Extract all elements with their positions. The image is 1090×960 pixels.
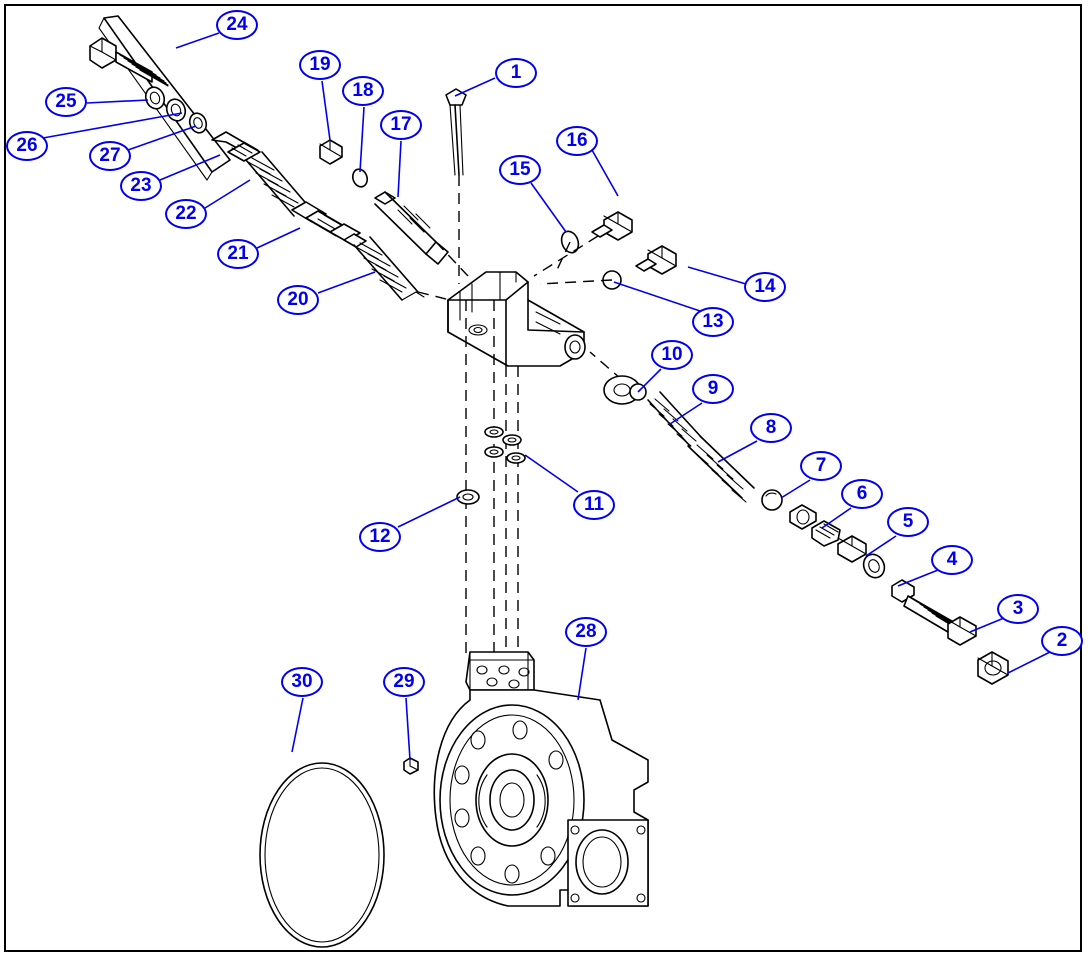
callout-29[interactable]: 29 xyxy=(383,667,425,697)
part-8-spring xyxy=(687,435,755,503)
part-21-spool xyxy=(291,201,425,301)
callout-16[interactable]: 16 xyxy=(556,126,598,156)
leader-line-19 xyxy=(321,80,331,141)
part-6-seat xyxy=(789,504,841,547)
callout-12[interactable]: 12 xyxy=(359,522,401,552)
leader-line-26 xyxy=(42,112,183,139)
callout-13[interactable]: 13 xyxy=(692,307,734,337)
leader-line-4 xyxy=(897,569,939,587)
leader-line-22 xyxy=(204,179,251,209)
leader-line-21 xyxy=(256,227,301,249)
leader-line-15 xyxy=(530,182,567,233)
callout-28[interactable]: 28 xyxy=(565,617,607,647)
part-25-27-washers xyxy=(144,86,208,134)
leader-line-13 xyxy=(613,281,701,312)
callout-26[interactable]: 26 xyxy=(6,131,48,161)
callout-19[interactable]: 19 xyxy=(299,50,341,80)
part-2-nut xyxy=(977,651,1009,685)
callout-24[interactable]: 24 xyxy=(216,10,258,40)
leader-line-20 xyxy=(317,271,376,294)
leader-line-28 xyxy=(577,647,587,701)
part-11-12-washers xyxy=(456,426,526,505)
callout-8[interactable]: 8 xyxy=(750,413,792,443)
valve-body xyxy=(447,271,586,367)
part-24-bracket xyxy=(89,15,231,181)
callout-11[interactable]: 11 xyxy=(573,490,615,520)
callout-2[interactable]: 2 xyxy=(1041,626,1083,656)
leader-line-29 xyxy=(405,697,411,761)
leader-line-7 xyxy=(780,479,811,499)
leader-line-2 xyxy=(1007,651,1051,674)
callout-20[interactable]: 20 xyxy=(277,285,319,315)
part-30-o-ring xyxy=(259,762,385,948)
assembly-dashed-lines xyxy=(417,175,637,660)
callout-21[interactable]: 21 xyxy=(217,239,259,269)
part-15-16-parts xyxy=(560,211,633,254)
part-4-3-adjuster xyxy=(891,579,977,646)
leader-line-6 xyxy=(821,507,852,529)
callout-leader-lines xyxy=(42,32,1051,761)
part-29-plug xyxy=(403,757,419,775)
part-17-19-small-parts xyxy=(319,139,449,265)
callout-14[interactable]: 14 xyxy=(744,272,786,302)
part-7-ball xyxy=(761,489,783,511)
callout-17[interactable]: 17 xyxy=(380,110,422,140)
callout-27[interactable]: 27 xyxy=(89,141,131,171)
page-border xyxy=(4,4,1082,952)
part-5-washer xyxy=(837,535,886,579)
leader-line-24 xyxy=(175,32,220,49)
leader-line-10 xyxy=(637,368,662,393)
leader-line-5 xyxy=(865,535,897,557)
callout-22[interactable]: 22 xyxy=(165,199,207,229)
callout-1[interactable]: 1 xyxy=(495,58,537,88)
callout-25[interactable]: 25 xyxy=(45,87,87,117)
callout-4[interactable]: 4 xyxy=(931,545,973,575)
leader-line-18 xyxy=(359,106,365,173)
leader-line-16 xyxy=(591,149,619,197)
part-9-spring xyxy=(647,391,703,447)
leader-line-9 xyxy=(669,402,703,425)
callout-3[interactable]: 3 xyxy=(997,594,1039,624)
callout-5[interactable]: 5 xyxy=(887,507,929,537)
leader-line-23 xyxy=(159,154,221,181)
callout-15[interactable]: 15 xyxy=(499,155,541,185)
part-1-long-bolt xyxy=(445,88,467,176)
callout-18[interactable]: 18 xyxy=(342,76,384,106)
callout-7[interactable]: 7 xyxy=(800,451,842,481)
leader-line-25 xyxy=(86,99,149,104)
callout-10[interactable]: 10 xyxy=(651,340,693,370)
leader-line-27 xyxy=(127,125,197,151)
leader-line-14 xyxy=(687,266,747,285)
leader-line-8 xyxy=(717,440,758,463)
leader-line-11 xyxy=(524,454,579,493)
part-22-23-fitting-spring xyxy=(211,131,311,217)
part-28-housing xyxy=(433,651,649,907)
callout-9[interactable]: 9 xyxy=(692,374,734,404)
callout-30[interactable]: 30 xyxy=(281,667,323,697)
callout-6[interactable]: 6 xyxy=(841,479,883,509)
callout-23[interactable]: 23 xyxy=(120,171,162,201)
leader-line-30 xyxy=(291,697,304,753)
leader-line-17 xyxy=(397,140,402,198)
leader-line-12 xyxy=(397,496,461,528)
leader-line-1 xyxy=(454,77,496,97)
leader-line-3 xyxy=(969,617,1005,633)
part-13-14-parts xyxy=(602,245,677,290)
